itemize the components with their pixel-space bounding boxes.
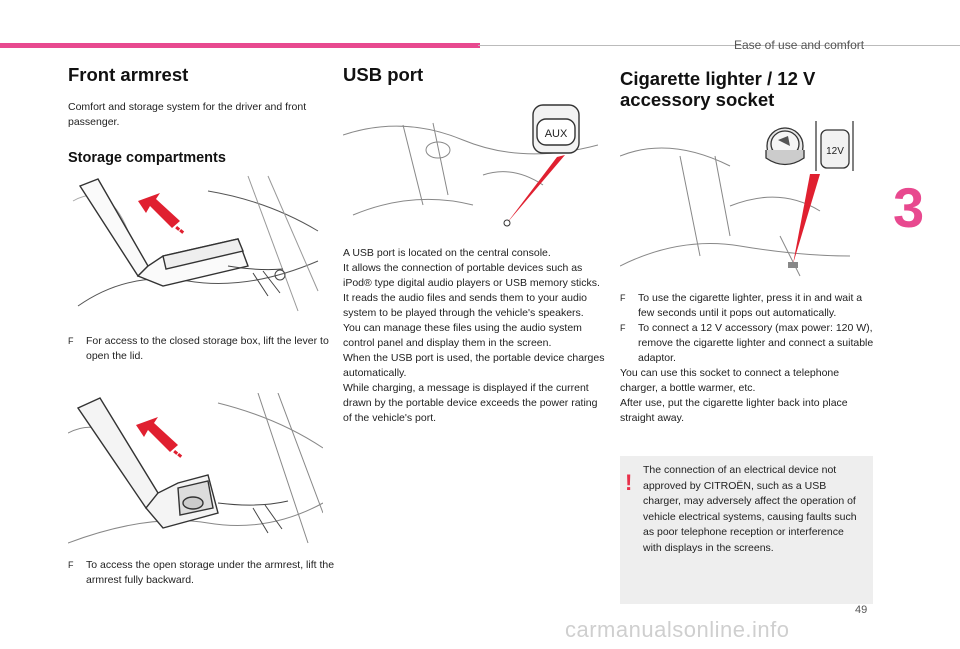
header-accent-bar — [0, 43, 480, 48]
usb-p6: While charging, a message is displayed i… — [343, 382, 598, 424]
cigarette-body: F To use the cigarette lighter, press it… — [620, 291, 875, 426]
front-armrest-section: Front armrest Comfort and storage system… — [68, 64, 328, 166]
usb-p5: When the USB port is used, the portable … — [343, 352, 605, 379]
aux-socket-label: AUX — [545, 128, 568, 140]
warning-text: The connection of an electrical device n… — [643, 464, 857, 554]
cigarette-bullet-1: F To use the cigarette lighter, press it… — [620, 291, 875, 321]
watermark: carmanualsonline.info — [565, 617, 790, 642]
usb-port-title: USB port — [343, 64, 424, 85]
warning-icon: ! — [625, 470, 633, 495]
warning-box — [620, 456, 873, 604]
usb-p3: It reads the audio files and sends them … — [343, 292, 587, 319]
bullet-marker: F — [620, 323, 626, 333]
page-number: 49 — [855, 604, 868, 616]
closed-storage-illustration — [68, 171, 323, 316]
cigarette-p1: You can use this socket to connect a tel… — [620, 367, 840, 394]
storage-heading: Storage compartments — [68, 150, 226, 166]
bullet-marker: F — [620, 293, 626, 303]
usb-p1: A USB port is located on the central con… — [343, 247, 551, 259]
front-armrest-title: Front armrest — [68, 64, 189, 85]
cigarette-title-line1: Cigarette lighter / 12 V — [620, 68, 816, 89]
armrest-bullet-2-text: To access the open storage under the arm… — [86, 559, 335, 586]
12v-socket-label: 12V — [826, 146, 844, 157]
front-armrest-intro: Comfort and storage system for the drive… — [68, 101, 307, 128]
open-storage-illustration — [68, 393, 323, 551]
cigarette-bullet-2: F To connect a 12 V accessory (max power… — [620, 321, 875, 366]
bullet-marker: F — [68, 336, 74, 346]
section-title: Ease of use and comfort — [734, 38, 865, 52]
cigarette-bullet-2-text: To connect a 12 V accessory (max power: … — [638, 322, 874, 364]
usb-port-body: A USB port is located on the central con… — [343, 246, 605, 426]
armrest-bullet-2: F To access the open storage under the a… — [68, 558, 342, 588]
armrest-bullet-1: F For access to the closed storage box, … — [68, 334, 342, 364]
cigarette-lighter-illustration: 12V — [620, 116, 875, 281]
armrest-bullet-1-text: For access to the closed storage box, li… — [86, 335, 329, 362]
chapter-number: 3 — [893, 176, 925, 239]
cigarette-title-line2: accessory socket — [620, 89, 775, 110]
usb-p4: You can manage these files using the aud… — [343, 322, 582, 349]
usb-port-illustration: AUX — [343, 95, 598, 230]
bullet-marker: F — [68, 560, 74, 570]
header-rule — [478, 45, 960, 46]
cigarette-bullet-1-text: To use the cigarette lighter, press it i… — [638, 292, 863, 319]
usb-port-section: USB port — [343, 64, 603, 85]
usb-p2: It allows the connection of portable dev… — [343, 262, 600, 289]
cigarette-p2: After use, put the cigarette lighter bac… — [620, 397, 848, 424]
cigarette-section: Cigarette lighter / 12 V accessory socke… — [620, 68, 880, 110]
